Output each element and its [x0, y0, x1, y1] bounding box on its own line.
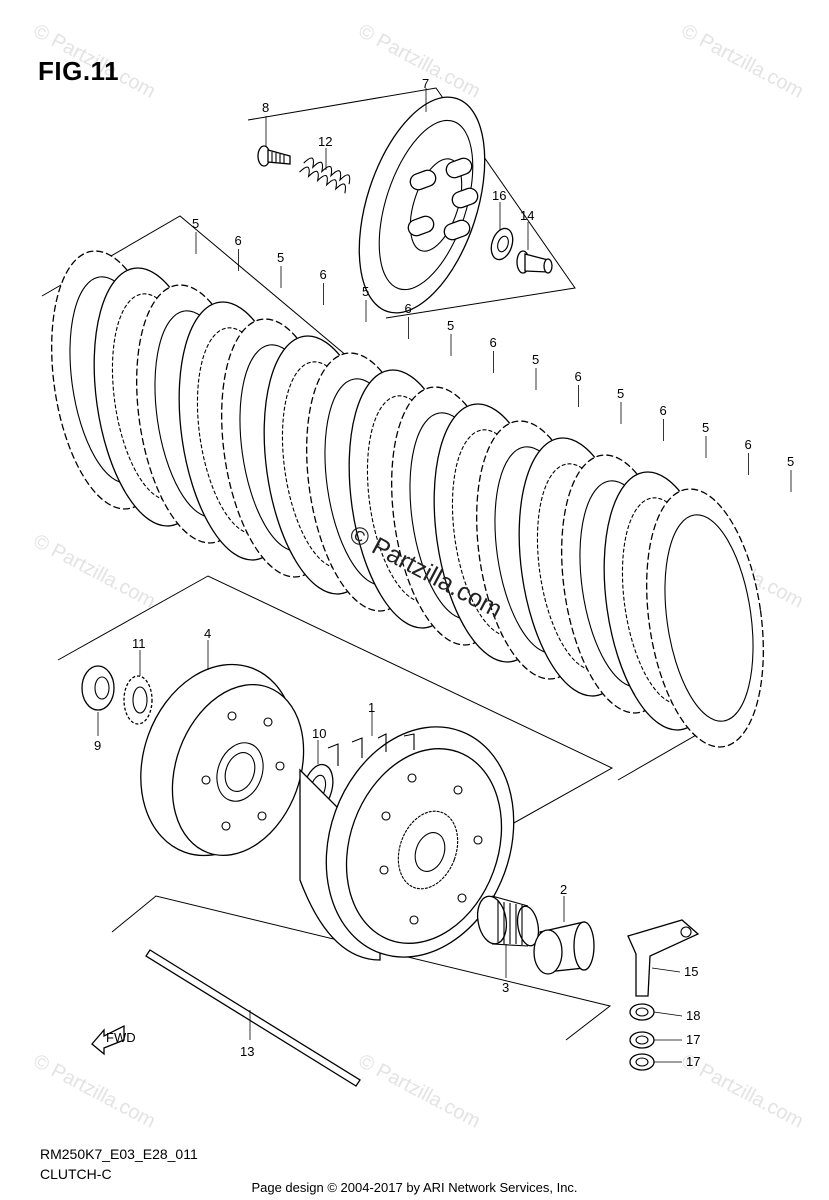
- callout-2: 2: [560, 882, 567, 897]
- clutch-push-rod: [145, 949, 361, 1087]
- friction-plate: [646, 488, 764, 748]
- plate-callout: 5: [277, 250, 284, 265]
- plate-callout: 6: [745, 437, 752, 452]
- callout-10: 10: [312, 726, 326, 741]
- callout-17-lower: 17: [686, 1054, 700, 1069]
- callout-8: 8: [262, 100, 269, 115]
- plate-callout: 6: [660, 403, 667, 418]
- clutch-spring: [299, 157, 351, 194]
- clutch-plate-stack: 5 6 5 6 5 6 5 6 5 6 5 6 5 6 5: [51, 216, 794, 748]
- callout-14: 14: [520, 208, 534, 223]
- callout-15: 15: [684, 964, 698, 979]
- callout-12: 12: [318, 134, 332, 149]
- callout-17-upper: 17: [686, 1032, 700, 1047]
- plate-callout: 5: [447, 318, 454, 333]
- fwd-arrow-icon: FWD: [91, 1024, 136, 1056]
- figure-title: FIG.11: [38, 56, 120, 86]
- callout-3: 3: [502, 980, 509, 995]
- clutch-spring-bolt: [257, 145, 291, 167]
- callout-1: 1: [368, 700, 375, 715]
- leader-lines: [97, 88, 683, 1063]
- section-name: CLUTCH-C: [40, 1166, 112, 1182]
- plate-callout: 5: [532, 352, 539, 367]
- needle-bearing: [476, 895, 540, 947]
- plate-callout: 6: [320, 267, 327, 282]
- group-outline-pressure-plate: [247, 87, 576, 319]
- plate-callout: 5: [362, 284, 369, 299]
- callout-4: 4: [204, 626, 211, 641]
- release-shaft-bearing-upper: [629, 1031, 655, 1049]
- callout-18: 18: [686, 1008, 700, 1023]
- release-shaft-bearing-lower: [629, 1053, 655, 1071]
- spacer: [533, 921, 595, 975]
- push-piece: [516, 250, 553, 274]
- callout-16: 16: [492, 188, 506, 203]
- pressure-plate-bearing: [490, 227, 514, 261]
- clutch-release-camshaft: [627, 919, 700, 997]
- plate-callout: 5: [702, 420, 709, 435]
- callout-7: 7: [422, 76, 429, 91]
- pressure-plate: [358, 96, 486, 314]
- clutch-sleeve-hub: [140, 663, 305, 857]
- fwd-label: FWD: [106, 1030, 136, 1045]
- plate-callout: 5: [617, 386, 624, 401]
- plate-callout: 6: [405, 301, 412, 316]
- callout-9: 9: [94, 738, 101, 753]
- group-outline-hub: [57, 575, 614, 853]
- primary-driven-gear-assembly: [299, 726, 515, 961]
- clutch-sleeve-hub-nut: [81, 665, 115, 711]
- callout-11: 11: [132, 636, 146, 651]
- plate-callout: 6: [575, 369, 582, 384]
- plate-callout: 6: [490, 335, 497, 350]
- plate-callout: 5: [787, 454, 794, 469]
- oil-seal: [629, 1003, 655, 1021]
- lock-washer: [123, 675, 153, 725]
- plate-callout: 5: [192, 216, 199, 231]
- plate-callout: 6: [235, 233, 242, 248]
- model-code: RM250K7_E03_E28_011: [40, 1146, 198, 1162]
- callout-13: 13: [240, 1044, 254, 1059]
- footer-credit: Page design © 2004-2017 by ARI Network S…: [251, 1180, 578, 1195]
